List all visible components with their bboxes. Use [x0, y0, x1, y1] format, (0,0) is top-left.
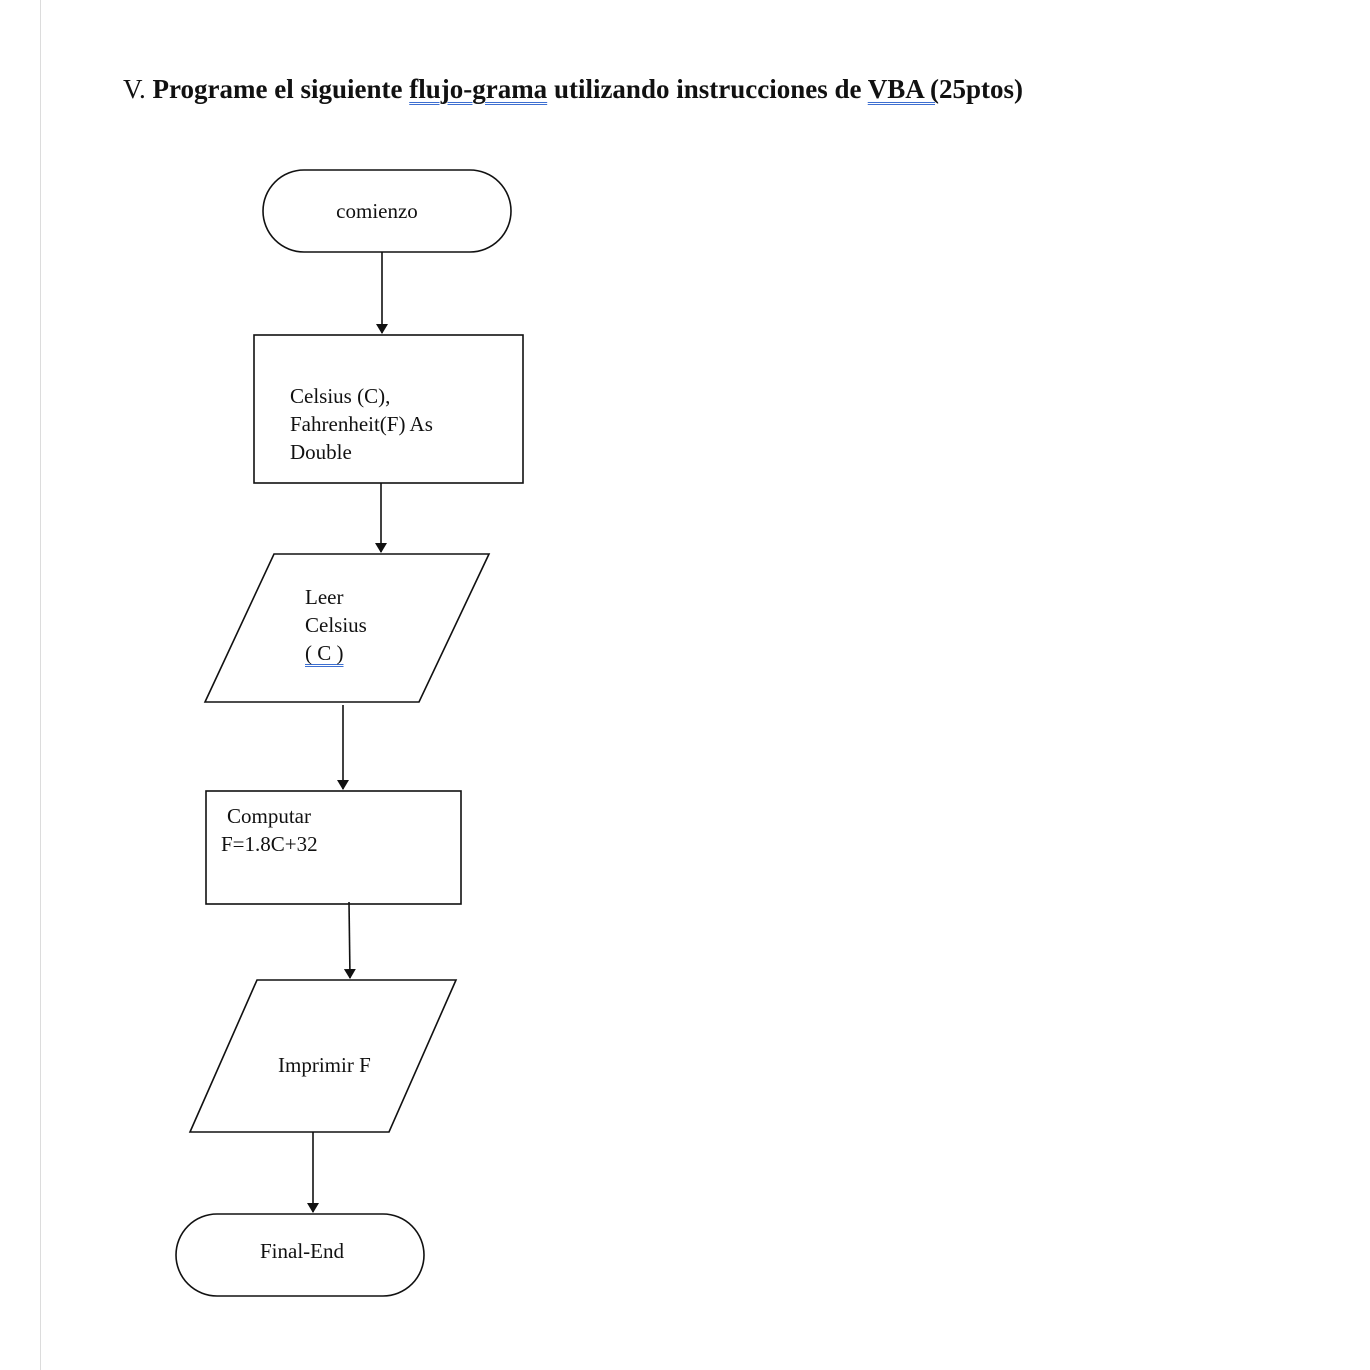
- declare-label: Celsius (C), Fahrenheit(F) As Double: [290, 382, 433, 466]
- compute-line-1: Computar: [227, 804, 311, 828]
- question-heading: V. Programe el siguiente flujo-grama uti…: [123, 71, 1023, 107]
- compute-line-2: F=1.8C+32: [221, 832, 318, 856]
- start-label: comienzo: [336, 199, 418, 223]
- read-line-3: ( C ): [305, 641, 344, 665]
- print-output-parallelogram: [188, 979, 458, 1133]
- end-label: Final-End: [260, 1239, 344, 1263]
- read-input-parallelogram: [203, 553, 491, 703]
- declare-line-1: Celsius (C),: [290, 384, 391, 408]
- page-margin-line: [40, 0, 41, 1370]
- read-label: Leer Celsius ( C ): [305, 583, 367, 667]
- declare-line-3: Double: [290, 440, 352, 464]
- read-line-1: Leer: [305, 585, 344, 609]
- read-line-2: Celsius: [305, 613, 367, 637]
- compute-label: Computar F=1.8C+32: [221, 802, 318, 858]
- compute-process-box: [205, 790, 462, 905]
- declare-process-box: [253, 334, 524, 484]
- heading-part-3: utilizando instrucciones de: [547, 74, 868, 104]
- end-terminator: [175, 1213, 425, 1297]
- heading-points: 25ptos): [939, 74, 1024, 104]
- declare-line-2: Fahrenheit(F) As: [290, 412, 433, 436]
- heading-vba: VBA (: [867, 74, 939, 104]
- start-terminator: [262, 169, 512, 253]
- print-label: Imprimir F: [278, 1053, 371, 1077]
- heading-flujo-grama: flujo-grama: [409, 74, 548, 104]
- arrow-compute-to-print: [343, 901, 356, 979]
- heading-prefix: V.: [123, 74, 153, 104]
- heading-part-1: Programe el siguiente: [152, 74, 410, 104]
